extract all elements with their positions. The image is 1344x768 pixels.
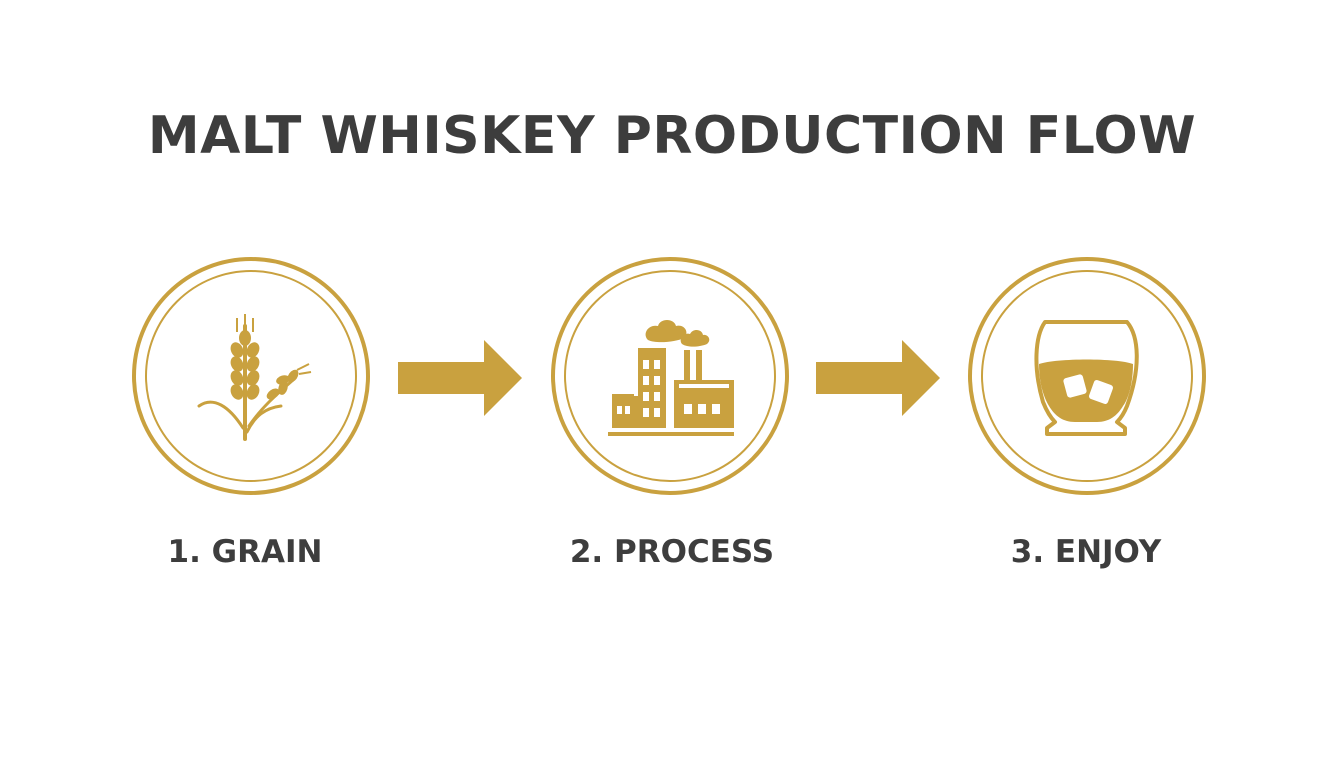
arrow-right-icon [816,340,940,416]
flow-arrow-1 [398,340,522,416]
step-enjoy-node [967,256,1207,496]
step-grain-label: 1. GRAIN [167,534,323,570]
step-grain-node [131,256,371,496]
flow-arrow-2 [816,340,940,416]
factory-icon [551,257,789,495]
step-process-label: 2. PROCESS [569,534,775,570]
diagram-title: MALT WHISKEY PRODUCTION FLOW [147,106,1197,166]
arrow-right-icon [398,340,522,416]
wheat-icon [132,257,370,495]
whiskey-glass-icon [968,257,1206,495]
step-process-node [550,256,790,496]
step-enjoy-label: 3. ENJOY [1010,534,1162,570]
